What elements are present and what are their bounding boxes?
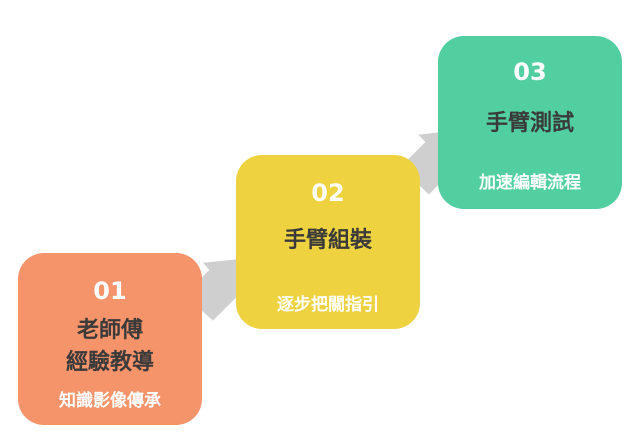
step-number: 01 [93, 277, 127, 305]
step-card-03: 03 手臂測試 加速編輯流程 [438, 36, 622, 209]
step-number: 03 [513, 58, 547, 86]
step-card-01: 01 老師傅 經驗教導 知識影像傳承 [18, 253, 202, 425]
step-subtitle: 知識影像傳承 [59, 391, 161, 411]
step-title: 手臂測試 [485, 111, 574, 136]
step-title: 老師傅 經驗教導 [18, 315, 202, 379]
step-title: 手臂組裝 [283, 228, 372, 253]
step-card-02: 02 手臂組裝 逐步把關指引 [236, 155, 420, 329]
step-title-line1: 老師傅 [76, 318, 143, 343]
step-title-line2: 經驗教導 [65, 350, 154, 375]
step-subtitle: 加速編輯流程 [479, 173, 581, 193]
step-subtitle: 逐步把關指引 [277, 295, 379, 315]
step-number: 02 [311, 179, 345, 207]
